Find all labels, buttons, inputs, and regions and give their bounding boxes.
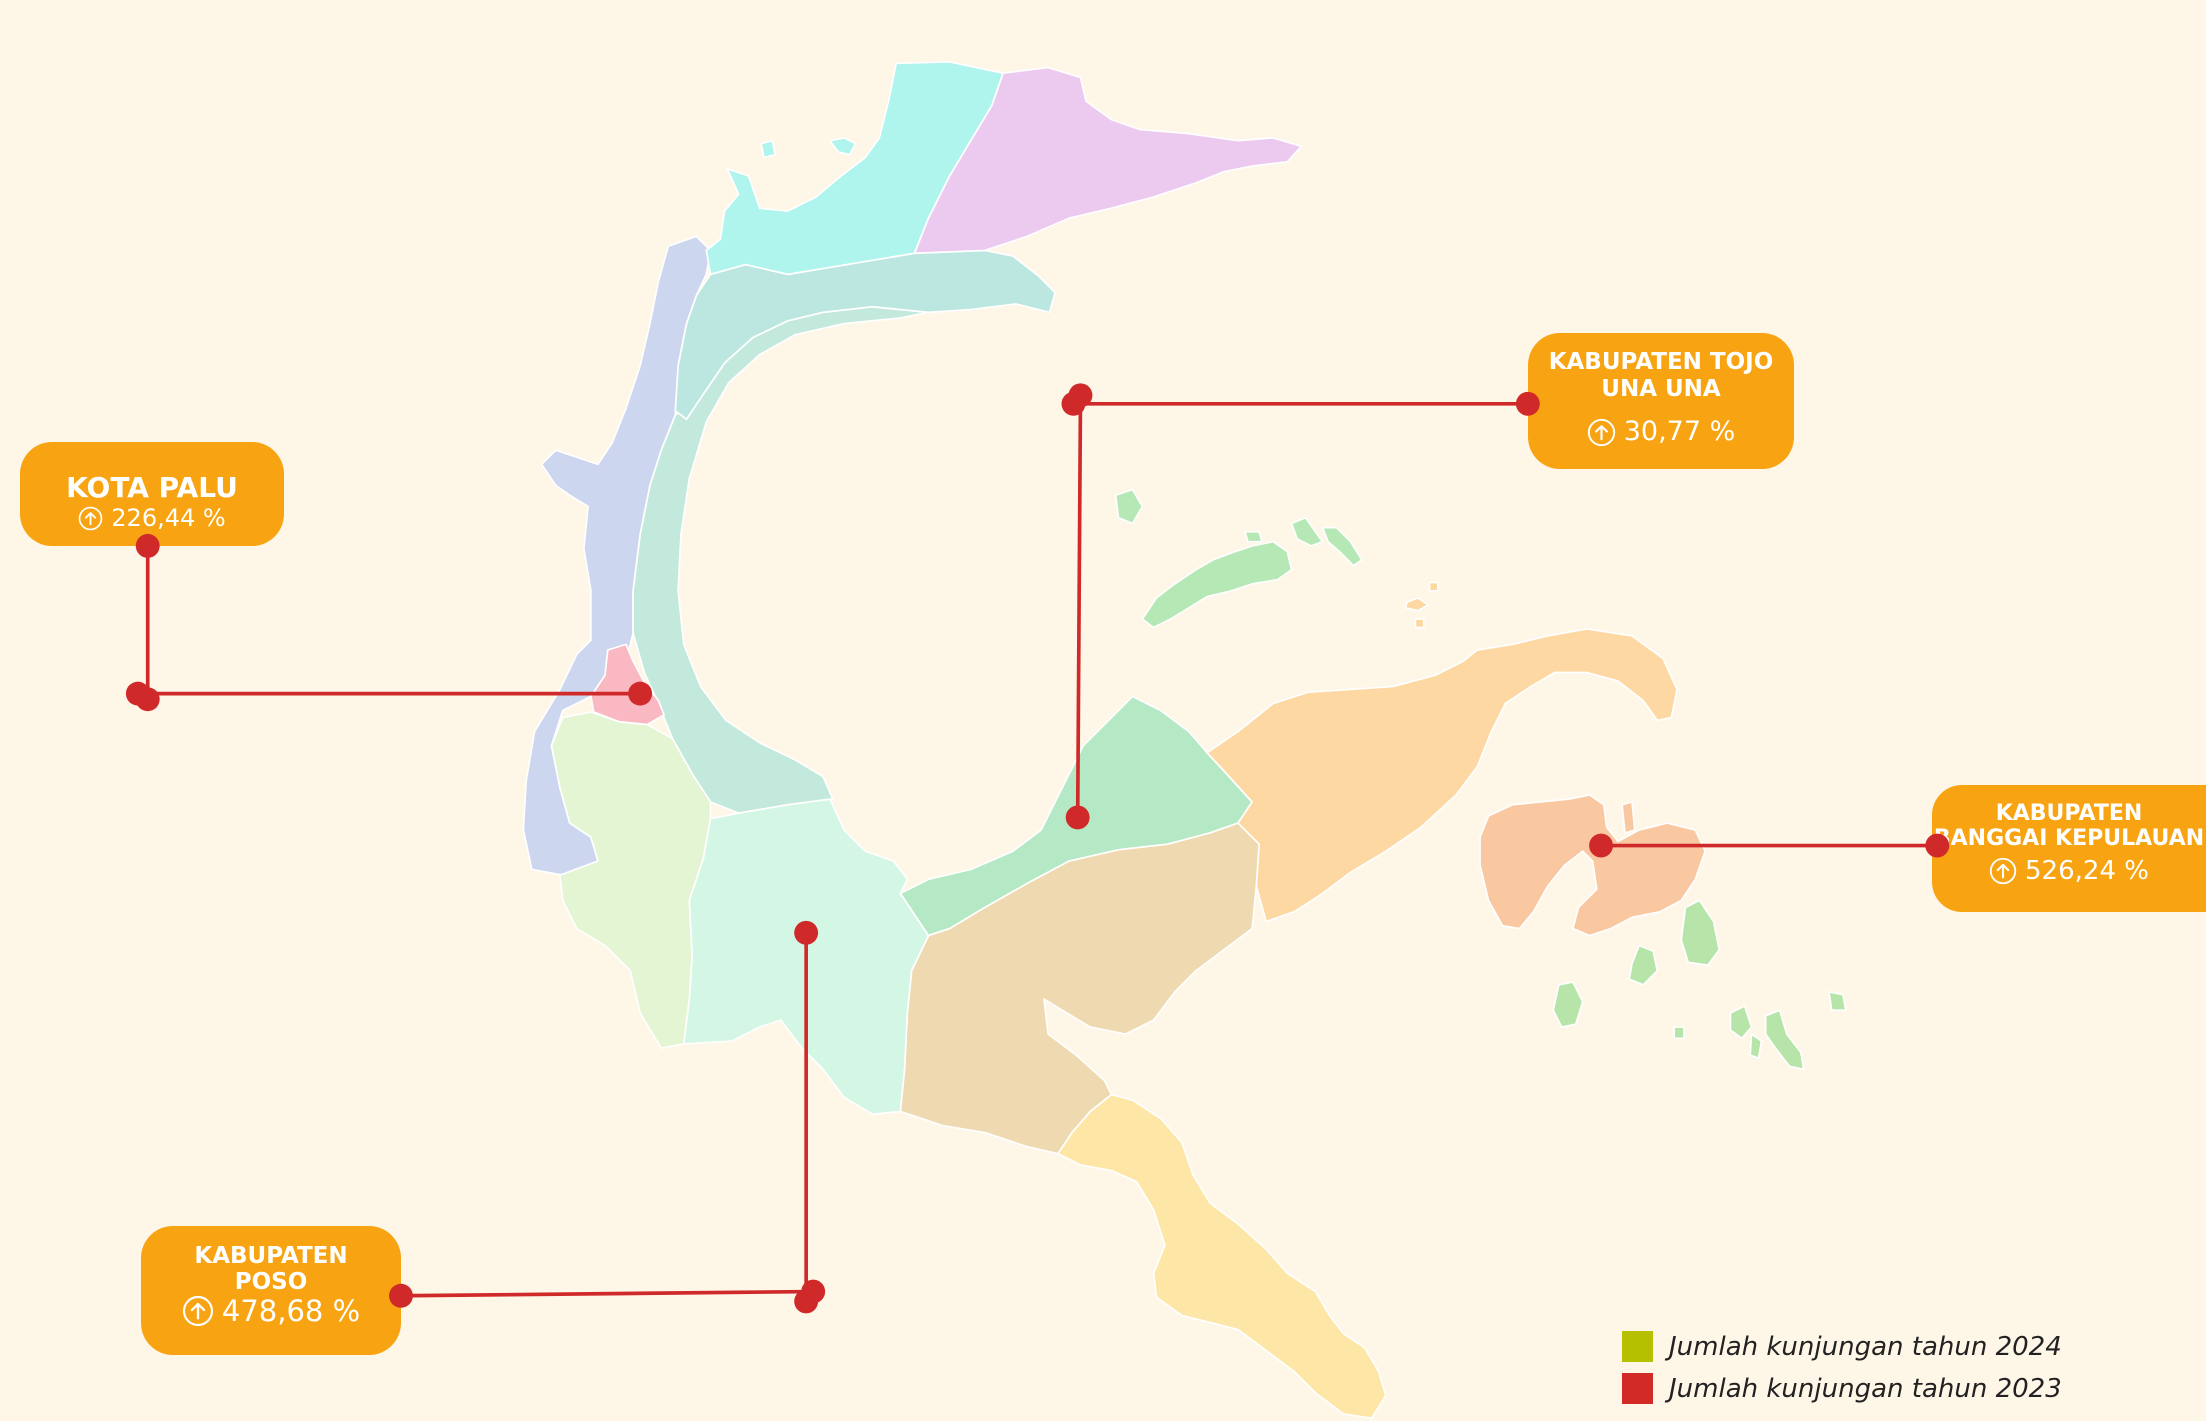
growth-value-poso: 478,68 % (221, 1294, 361, 1328)
growth-tojo-una-una: 30,77 % (1587, 415, 1736, 449)
region-name-line-2-banggai-kepulauan: BANGGAI KEPULAUAN (1933, 826, 2205, 851)
legend: Jumlah kunjungan tahun 2024 Jumlah kunju… (1622, 1331, 2062, 1415)
map-island-gulf-8 (1414, 618, 1425, 629)
arrow-up-circle-icon (78, 506, 103, 531)
map-island-south-3 (1552, 981, 1584, 1028)
map-island-east-small (1621, 801, 1636, 834)
map-island-south-7 (1828, 991, 1847, 1012)
map-island-gulf-2 (1244, 530, 1263, 543)
map-island-south-1 (1680, 899, 1721, 966)
region-name-line-1-poso: KABUPATEN (194, 1243, 348, 1269)
growth-kota-palu: 226,44 % (78, 504, 226, 532)
legend-label-2023: Jumlah kunjungan tahun 2023 (1669, 1373, 2062, 1404)
map-region-poso (682, 798, 930, 1116)
map-region-northern-neck (674, 249, 1057, 421)
legend-label-2024: Jumlah kunjungan tahun 2024 (1669, 1331, 2062, 1362)
map-island-south-4 (1729, 1005, 1753, 1040)
map-region-south-east (1057, 1093, 1387, 1420)
map-region-north-arm-east (913, 66, 1303, 255)
map-island-gulf-3 (1290, 516, 1324, 547)
label-box-poso: KABUPATEN POSO 478,68 % (141, 1226, 401, 1355)
map-island-gulf-7 (1428, 581, 1439, 592)
region-name-kota-palu: KOTA PALU (66, 471, 238, 504)
legend-item-2024: Jumlah kunjungan tahun 2024 (1622, 1331, 2062, 1362)
label-box-tojo-una-una: KABUPATEN TOJO UNA UNA 30,77 % (1528, 333, 1794, 469)
region-name-line-2-poso: POSO (234, 1269, 308, 1295)
label-box-banggai-kepulauan: KABUPATEN BANGGAI KEPULAUAN 526,24 % (1932, 785, 2206, 912)
map-island-gulf-4 (1321, 526, 1363, 567)
map-island-south-5 (1764, 1009, 1805, 1071)
map-island-south-2 (1628, 944, 1659, 986)
arrow-up-circle-icon (182, 1295, 214, 1327)
map-island-north-2 (829, 137, 857, 156)
legend-swatch-2023 (1622, 1373, 1653, 1404)
growth-value-banggai-kepulauan: 526,24 % (2025, 856, 2149, 886)
growth-value-kota-palu: 226,44 % (111, 504, 226, 532)
map-island-south-6 (1749, 1033, 1763, 1059)
arrow-up-circle-icon (1587, 418, 1616, 447)
label-box-kota-palu: KOTA PALU 226,44 % (20, 442, 284, 546)
map-region-central-east (899, 822, 1261, 1155)
legend-item-2023: Jumlah kunjungan tahun 2023 (1622, 1373, 2062, 1404)
growth-poso: 478,68 % (182, 1295, 360, 1327)
map-region-south-west (550, 711, 712, 1049)
map-island-gulf-5 (1114, 488, 1144, 525)
map-island-gulf-6 (1404, 597, 1429, 612)
region-name-line-2-tojo-una-una: UNA UNA (1601, 376, 1721, 402)
legend-swatch-2024 (1622, 1331, 1653, 1362)
arrow-up-circle-icon (1989, 857, 2017, 885)
map-island-gulf-1 (1141, 540, 1293, 629)
region-name-line-1-banggai-kepulauan: KABUPATEN (1995, 801, 2143, 826)
map-island-north-1 (760, 139, 777, 159)
map-region-banggai-islands (1479, 794, 1706, 937)
region-name-line-1-tojo-una-una: KABUPATEN TOJO (1548, 349, 1774, 375)
map-island-south-8 (1673, 1026, 1685, 1040)
growth-banggai-kepulauan: 526,24 % (1989, 855, 2149, 887)
growth-value-tojo-una-una: 30,77 % (1623, 416, 1736, 447)
